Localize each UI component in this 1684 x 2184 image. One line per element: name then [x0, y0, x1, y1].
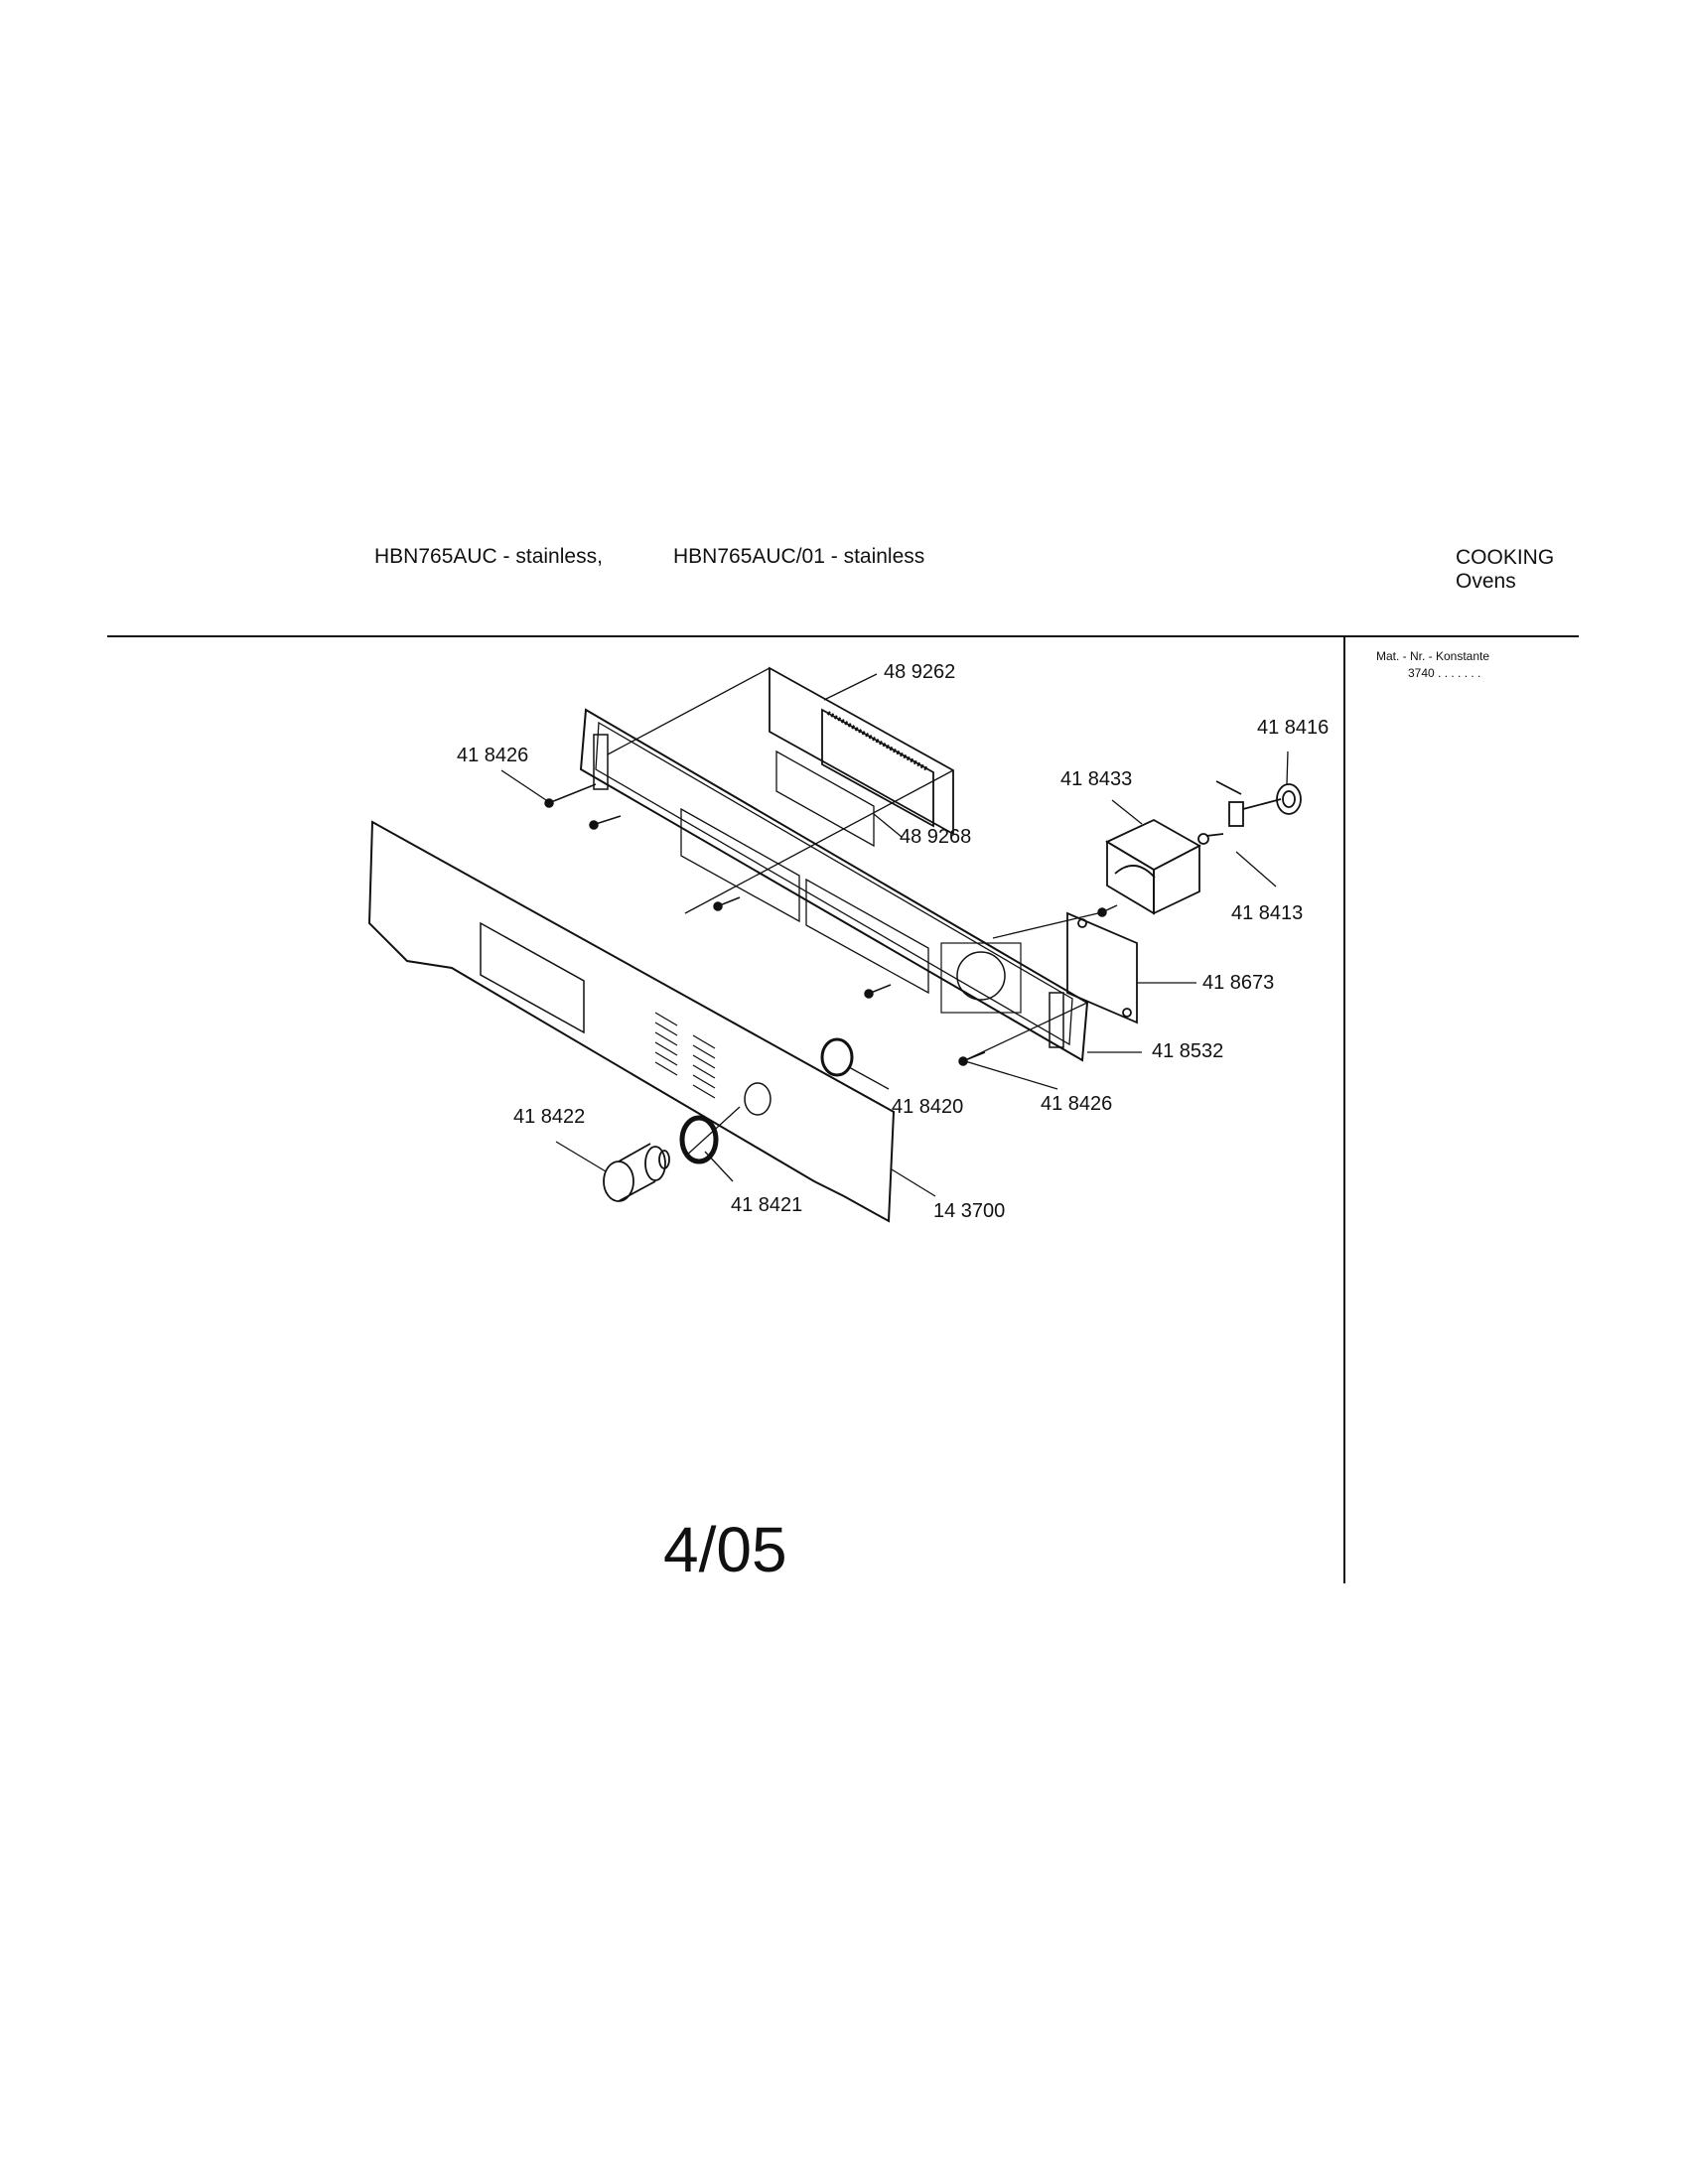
page-number: 4/05 — [663, 1514, 787, 1585]
circuit-plate — [1066, 911, 1138, 1024]
mat-nr-value: 3740 . . . . . . . — [1408, 666, 1481, 680]
control-knob — [603, 1143, 670, 1202]
control-frame — [579, 708, 1089, 1062]
front-fascia-panel — [367, 820, 896, 1223]
callout-48-9268: 48 9268 — [900, 826, 972, 848]
callout-41-8532: 41 8532 — [1152, 1040, 1224, 1062]
subcategory-label: Ovens — [1456, 570, 1516, 593]
callout-41-8416: 41 8416 — [1257, 717, 1330, 739]
callout-41-8426-left: 41 8426 — [457, 745, 529, 766]
trim-ring — [679, 1115, 719, 1164]
model-number-2: HBN765AUC/01 - stainless — [673, 545, 925, 568]
screws — [544, 783, 1118, 1066]
display-board — [769, 666, 954, 848]
category-label: COOKING — [1456, 546, 1555, 569]
bracket-box — [1105, 818, 1201, 915]
callout-41-8422: 41 8422 — [513, 1106, 586, 1128]
mat-nr-label: Mat. - Nr. - Konstante — [1376, 649, 1490, 663]
callout-41-8420: 41 8420 — [892, 1096, 964, 1118]
model-number-1: HBN765AUC - stainless, — [374, 545, 603, 568]
callout-41-8421: 41 8421 — [731, 1194, 803, 1216]
callout-41-8673: 41 8673 — [1202, 972, 1275, 994]
callout-41-8413: 41 8413 — [1231, 902, 1304, 924]
knob-assembly — [1197, 780, 1302, 845]
callout-14-3700: 14 3700 — [933, 1200, 1006, 1222]
leader-lines — [500, 667, 1289, 1197]
callout-41-8426-right: 41 8426 — [1041, 1093, 1113, 1115]
callout-41-8433: 41 8433 — [1060, 768, 1133, 790]
callout-48-9262: 48 9262 — [884, 661, 956, 683]
